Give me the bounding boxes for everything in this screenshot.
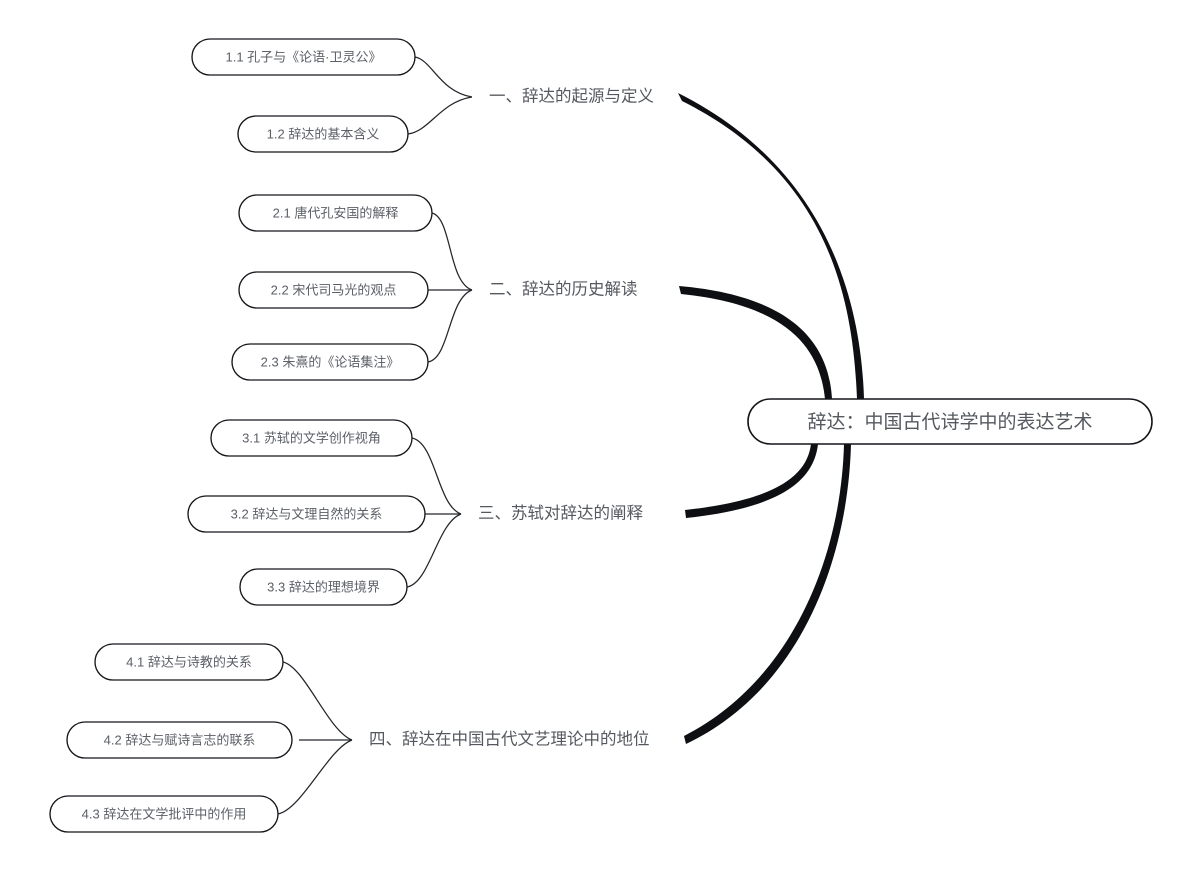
link-branch2-leaf23	[427, 289, 473, 363]
leaf-node-4-3[interactable]: 4.3 辞达在文学批评中的作用	[49, 795, 279, 833]
leaf-node-label: 4.1 辞达与诗教的关系	[126, 654, 252, 669]
leaf-node-label: 1.2 辞达的基本含义	[267, 126, 380, 141]
root-node[interactable]: 辞达：中国古代诗学中的表达艺术	[747, 398, 1153, 445]
leaf-node-label: 3.1 苏轼的文学创作视角	[242, 430, 381, 445]
leaf-node-pill	[237, 115, 409, 153]
link-branch3-leaf33	[406, 513, 462, 588]
leaf-node-pill	[49, 795, 279, 833]
leaf-node-2-2[interactable]: 2.2 宋代司马光的观点	[238, 271, 429, 309]
leaf-node-pill	[210, 419, 413, 457]
link-branch1-leaf11	[414, 56, 473, 98]
branch-1-label: 一、辞达的起源与定义	[489, 86, 654, 105]
leaf-node-label: 2.2 宋代司马光的观点	[271, 282, 397, 297]
leaf-node-3-3[interactable]: 3.3 辞达的理想境界	[239, 568, 408, 606]
leaf-node-2-3[interactable]: 2.3 朱熹的《论语集注》	[231, 343, 429, 381]
trunk-to-branch-2	[679, 286, 832, 399]
trunk-to-branch-1	[678, 93, 864, 399]
root-node-label: 辞达：中国古代诗学中的表达艺术	[807, 411, 1092, 433]
leaf-node-label: 2.3 朱熹的《论语集注》	[261, 354, 400, 369]
link-branch1-leaf12	[407, 96, 473, 135]
trunk-connector-group	[678, 93, 864, 744]
leaf-node-pill	[94, 643, 284, 681]
branch-3-label: 三、苏轼对辞达的阐释	[478, 503, 644, 522]
branch-1-group: 一、辞达的起源与定义 1.1 孔子与《论语·卫灵公》 1.2 辞达的基本含义	[191, 38, 654, 153]
leaf-node-3-2[interactable]: 3.2 辞达与文理自然的关系	[187, 495, 426, 533]
leaf-node-4-2[interactable]: 4.2 辞达与赋诗言志的联系	[66, 721, 293, 759]
leaf-node-label: 4.2 辞达与赋诗言志的联系	[104, 732, 256, 747]
leaf-node-label: 3.2 辞达与文理自然的关系	[231, 506, 383, 521]
link-branch4-leaf41	[282, 661, 353, 741]
trunk-to-branch-3	[685, 444, 818, 518]
leaf-node-2-1[interactable]: 2.1 唐代孔安国的解释	[238, 194, 433, 232]
branch-2-label: 二、辞达的历史解读	[489, 279, 638, 298]
trunk-to-branch-4	[684, 444, 851, 744]
branch-2-group: 二、辞达的历史解读 2.1 唐代孔安国的解释 2.2 宋代司马光的观点 2.3 …	[231, 194, 638, 381]
leaf-node-1-1[interactable]: 1.1 孔子与《论语·卫灵公》	[191, 38, 416, 76]
leaf-node-pill	[231, 343, 429, 381]
leaf-node-pill	[238, 271, 429, 309]
leaf-node-1-2[interactable]: 1.2 辞达的基本含义	[237, 115, 409, 153]
leaf-node-pill	[187, 495, 426, 533]
leaf-node-3-1[interactable]: 3.1 苏轼的文学创作视角	[210, 419, 413, 457]
root-node-pill	[747, 398, 1153, 445]
leaf-node-label: 3.3 辞达的理想境界	[267, 579, 380, 594]
leaf-node-pill	[66, 721, 293, 759]
leaf-node-4-1[interactable]: 4.1 辞达与诗教的关系	[94, 643, 284, 681]
link-branch4-leaf43	[277, 739, 353, 815]
leaf-node-pill	[191, 38, 416, 76]
branch-4-group: 四、辞达在中国古代文艺理论中的地位 4.1 辞达与诗教的关系 4.2 辞达与赋诗…	[49, 643, 650, 833]
leaf-node-label: 4.3 辞达在文学批评中的作用	[82, 806, 247, 821]
branch-3-group: 三、苏轼对辞达的阐释 3.1 苏轼的文学创作视角 3.2 辞达与文理自然的关系 …	[187, 419, 644, 606]
leaf-node-label: 1.1 孔子与《论语·卫灵公》	[225, 49, 381, 64]
branch-4-label: 四、辞达在中国古代文艺理论中的地位	[369, 729, 650, 748]
leaf-node-label: 2.1 唐代孔安国的解释	[273, 205, 399, 220]
leaf-node-pill	[239, 568, 408, 606]
link-branch2-leaf21	[431, 212, 473, 291]
leaf-node-pill	[238, 194, 433, 232]
link-branch3-leaf31	[411, 437, 462, 515]
